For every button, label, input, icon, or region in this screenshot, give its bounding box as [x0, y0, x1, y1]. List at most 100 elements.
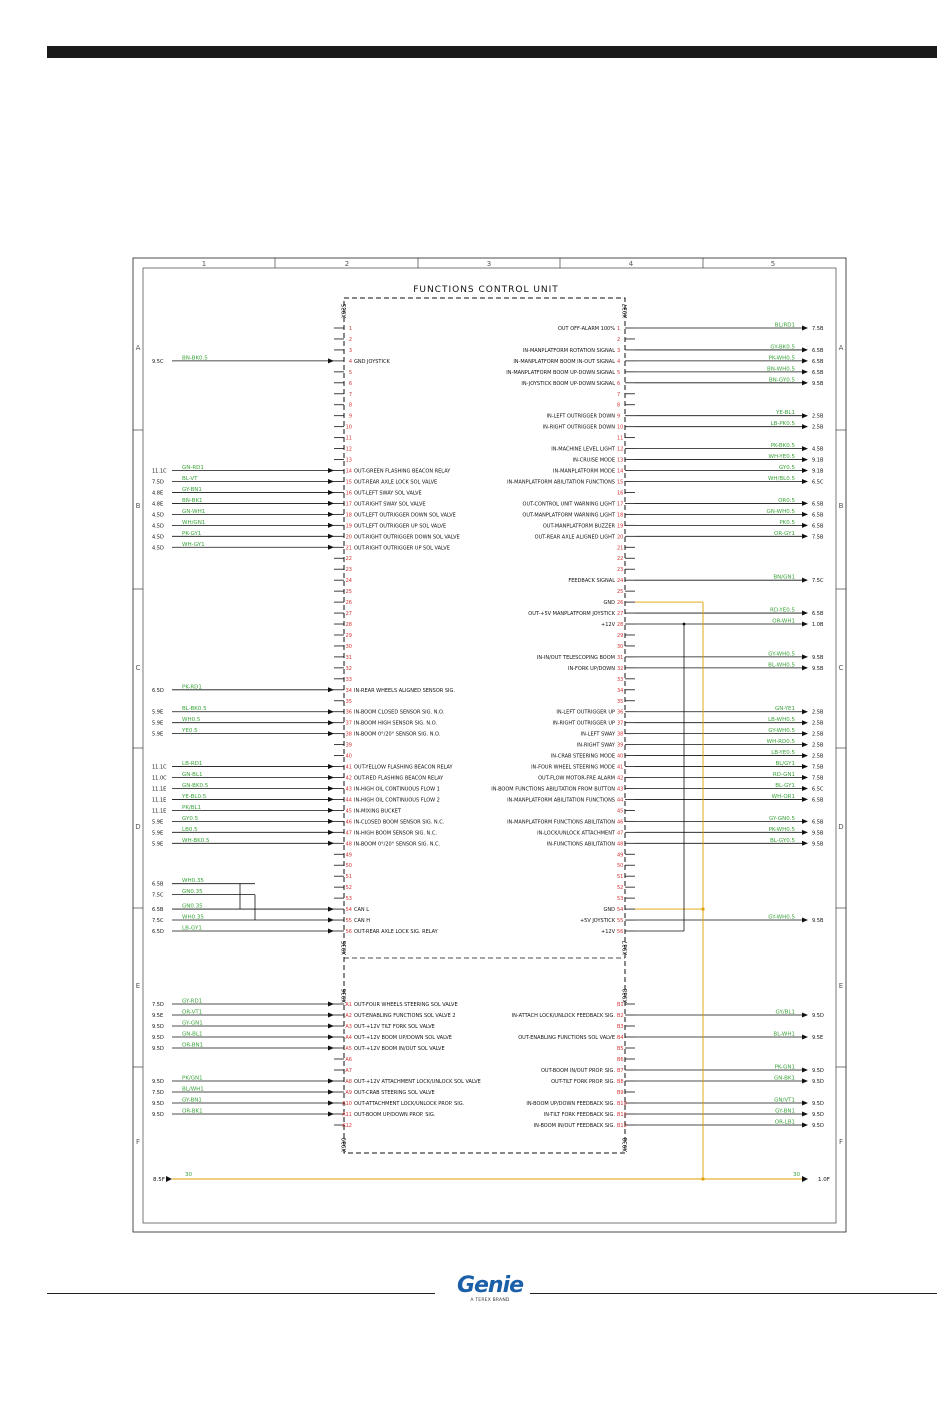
- wire-label: PK-BK0.5: [771, 443, 796, 449]
- wire-label: OR-LB1: [775, 1120, 795, 1126]
- wire-arrow: [802, 654, 808, 660]
- wire-arrow: [328, 478, 334, 484]
- pin-number: 7: [617, 392, 620, 398]
- wire-label: WH/BL0.5: [768, 476, 796, 482]
- pin-number: 48: [617, 841, 623, 847]
- wire-label: OR-BN1: [182, 1043, 203, 1049]
- pin-number: 45: [346, 808, 352, 814]
- pin-number: B4: [617, 1035, 624, 1041]
- pin-number: 21: [346, 545, 352, 551]
- wire-reference: 9.5B: [812, 655, 824, 661]
- wire-label: PK/BL1: [182, 805, 201, 811]
- pin-number: 8: [349, 403, 352, 409]
- wire-label: GY-RD1: [182, 999, 202, 1005]
- pin-number: 14: [617, 469, 623, 475]
- row-label: A: [136, 344, 141, 352]
- pin-number: 35: [346, 699, 352, 705]
- wire-arrow: [802, 347, 808, 353]
- pin-description: IN-ATTACH LOCK/UNLOCK FEEDBACK SIG.: [512, 1013, 616, 1019]
- pin-number: 40: [617, 754, 623, 760]
- pin-number: A1: [345, 1002, 352, 1008]
- header-bar: [47, 46, 937, 58]
- wire-reference: 6.5B: [812, 512, 824, 518]
- pin-number: 19: [617, 523, 623, 529]
- wire-label: GN-BK0.5: [182, 783, 209, 789]
- wire-arrow: [802, 1078, 808, 1084]
- pin-description: IN-MANPLATFORM FUNCTIONS ABILITATION: [507, 819, 615, 825]
- pin-number: 40: [346, 754, 352, 760]
- pin-number: 10: [346, 425, 352, 431]
- wire-arrow: [802, 1122, 808, 1128]
- wire-reference: 5.9E: [152, 819, 163, 825]
- wire-label: LB-GY1: [182, 926, 202, 932]
- pin-number: 43: [617, 786, 623, 792]
- wire-reference: 11.1E: [152, 808, 166, 814]
- wire-arrow: [328, 775, 334, 781]
- pin-description: OUT-MANPLATFORM BUZZER: [543, 523, 616, 529]
- pin-number: A3: [345, 1024, 352, 1030]
- wire-label: PK-RD1: [182, 684, 202, 690]
- pin-number: 54: [617, 907, 623, 913]
- wire-reference: 11.1C: [152, 469, 167, 475]
- wire-reference: 2.5B: [812, 754, 824, 760]
- pin-number: 2: [617, 337, 620, 343]
- wire-label: YE0.5: [181, 728, 198, 734]
- wire-arrow: [328, 489, 334, 495]
- pin-number: 9: [349, 414, 352, 420]
- wire-label: GY-BN1: [775, 1109, 795, 1115]
- wire-arrow: [328, 709, 334, 715]
- pin-number: 31: [617, 655, 623, 661]
- wire-arrow: [802, 424, 808, 430]
- wire-reference: 9.1B: [812, 458, 824, 464]
- wire-arrow: [802, 380, 808, 386]
- pin-number: 47: [346, 830, 352, 836]
- pin-number: 25: [346, 589, 352, 595]
- wire-arrow: [328, 544, 334, 550]
- pin-description: OUT-REAR AXLE LOCK SIG. RELAY: [354, 929, 439, 935]
- pin-number: 3: [349, 348, 352, 354]
- pin-description: IN-CRAB STEERING MODE: [551, 754, 615, 760]
- wire-label: GN-BK1: [774, 1076, 795, 1082]
- pin-number: B7: [617, 1068, 624, 1074]
- pin-number: 36: [346, 710, 352, 716]
- pin-number: 53: [617, 896, 623, 902]
- pin-number: 30: [617, 644, 623, 650]
- wire-arrow: [802, 785, 808, 791]
- pin-number: 26: [617, 600, 623, 606]
- pin-number: A11: [342, 1112, 352, 1118]
- wire-reference: 6.5B: [812, 611, 824, 617]
- wire-label: BL/RD1: [775, 323, 795, 329]
- wire-label: BL-BK0.5: [182, 706, 207, 712]
- pin-number: 7: [349, 392, 352, 398]
- pin-description: OUT-MANPLATFORM WARNING LIGHT: [522, 512, 616, 518]
- column-label: 3: [487, 260, 491, 268]
- wire-reference: 11.0C: [152, 776, 167, 782]
- pin-description: OUT-TILT FORK PROP. SIG.: [551, 1079, 615, 1085]
- wire-reference: 9.5B: [812, 841, 824, 847]
- wire-reference: 5.9E: [152, 710, 163, 716]
- wire-arrow: [802, 577, 808, 583]
- pin-description: OUT OFF-ALARM 100%: [558, 326, 615, 332]
- wire-arrow: [328, 687, 334, 693]
- wire-reference: 6.5B: [812, 348, 824, 354]
- pin-number: 5: [617, 370, 620, 376]
- wire-arrow: [802, 753, 808, 759]
- pin-description: IN-BOOM 0°/20° SENSOR SIG. N.O.: [354, 732, 441, 738]
- pin-number: 20: [346, 534, 352, 540]
- pin-number: 10: [617, 425, 623, 431]
- wire-reference: 9.5D: [812, 1112, 824, 1118]
- wire-arrow: [802, 413, 808, 419]
- wire-reference: 11.1E: [152, 786, 166, 792]
- connector-label-x935-top: X935: [341, 303, 348, 318]
- pin-number: 26: [346, 600, 352, 606]
- wire-arrow: [802, 764, 808, 770]
- pin-number: 51: [617, 874, 623, 880]
- pin-number: B6: [617, 1057, 624, 1063]
- row-label: C: [839, 664, 844, 672]
- pin-description: IN-RIGHT OUTRIGGER DOWN: [543, 425, 616, 431]
- pin-number: 31: [346, 655, 352, 661]
- row-label: E: [839, 982, 843, 990]
- wire-arrow: [802, 500, 808, 506]
